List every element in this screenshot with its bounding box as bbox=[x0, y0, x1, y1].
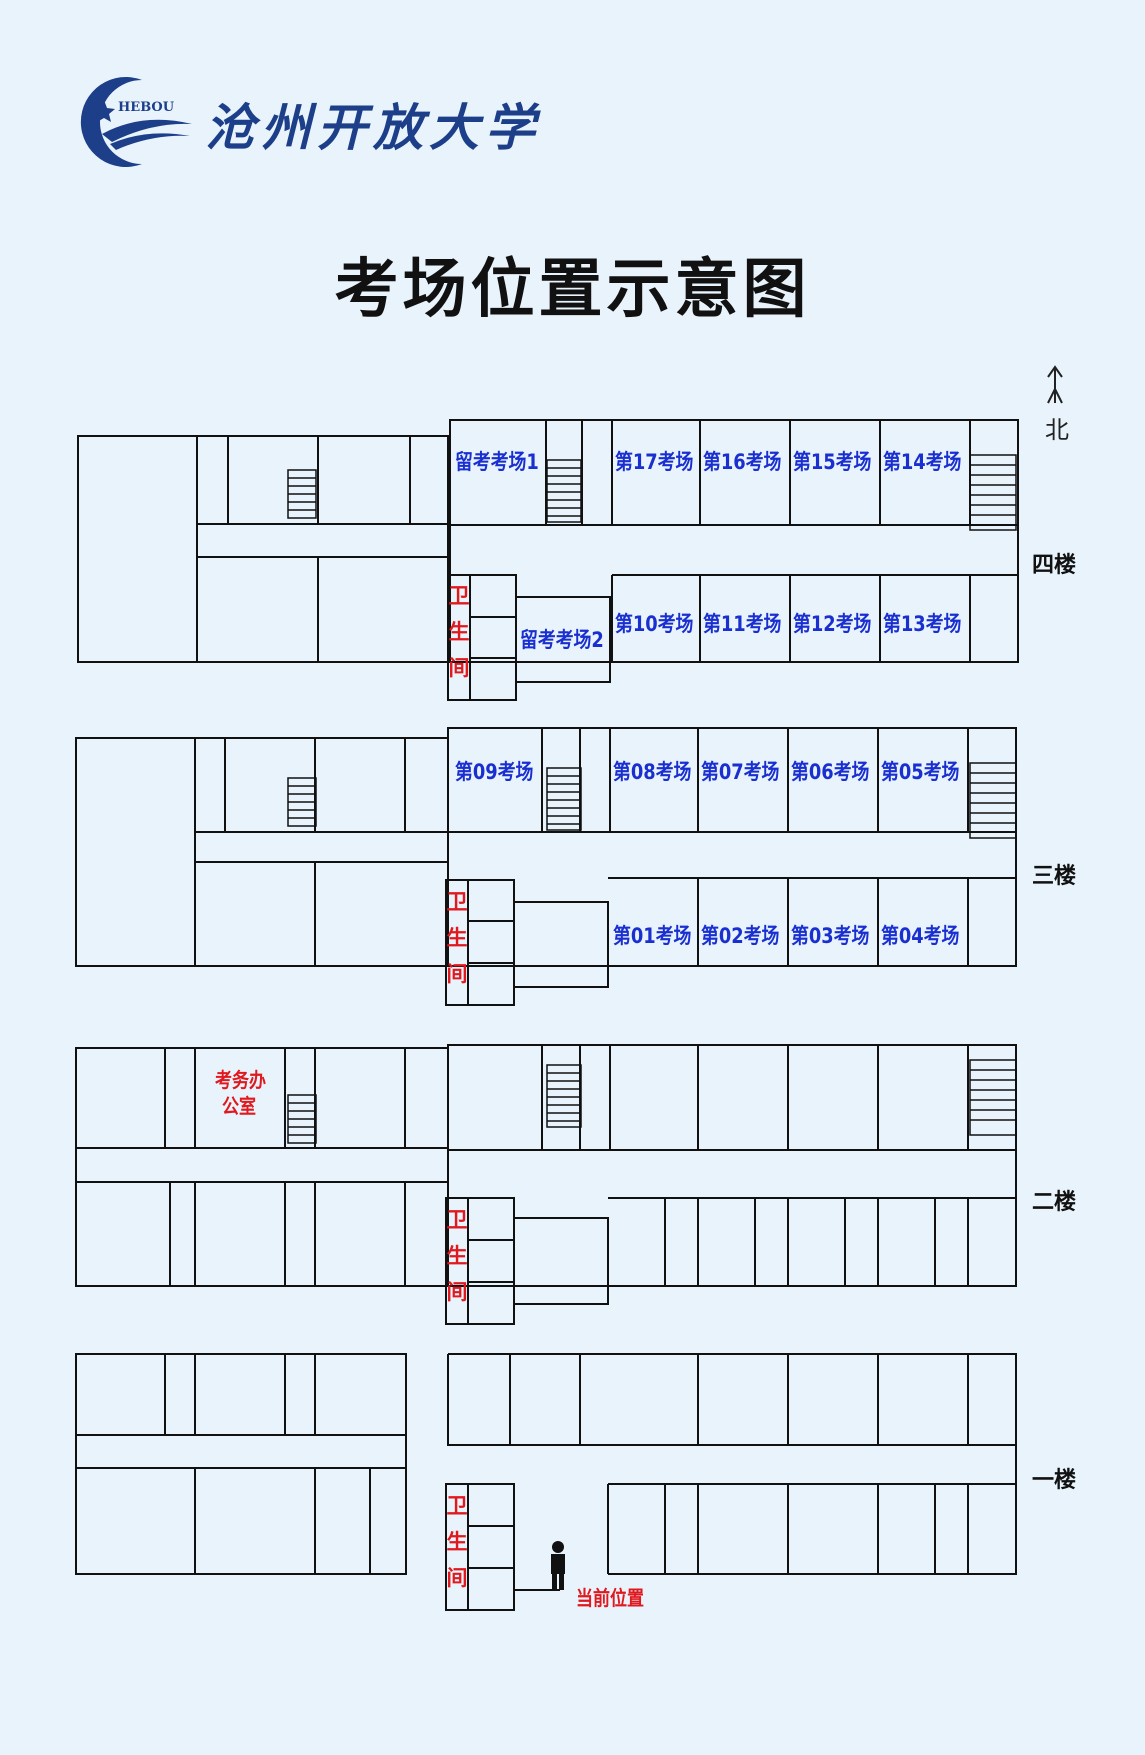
floor-label: 二楼 bbox=[1032, 1190, 1077, 1215]
room-label: 第14考场 bbox=[883, 450, 962, 474]
exam-office-label: 公室 bbox=[222, 1094, 256, 1118]
restroom-label-char: 生 bbox=[446, 1530, 468, 1554]
floor-label: 一楼 bbox=[1032, 1468, 1077, 1493]
restroom-label-char: 生 bbox=[446, 1244, 468, 1268]
room-label: 第06考场 bbox=[791, 760, 870, 784]
north-arrow-icon bbox=[1047, 365, 1063, 404]
room-label: 第09考场 bbox=[455, 760, 534, 784]
room-label: 第01考场 bbox=[613, 924, 692, 948]
room-label: 第03考场 bbox=[791, 924, 870, 948]
restroom-label-char: 卫 bbox=[446, 1208, 468, 1232]
page-title: 考场位置示意图 bbox=[334, 252, 811, 327]
restroom-label-char: 间 bbox=[448, 656, 470, 680]
restroom-label-char: 生 bbox=[446, 926, 468, 950]
room-label: 第05考场 bbox=[881, 760, 960, 784]
restroom-label-char: 卫 bbox=[446, 1494, 468, 1518]
logo-abbreviation: HEBOU bbox=[118, 100, 175, 115]
room-label: 第11考场 bbox=[703, 612, 782, 636]
person-icon bbox=[551, 1541, 565, 1590]
room-label: 第02考场 bbox=[701, 924, 780, 948]
room-label: 第12考场 bbox=[793, 612, 872, 636]
floor-2-plan bbox=[75, 1044, 1017, 1325]
stairs-icon bbox=[287, 454, 1017, 1144]
exam-office-label: 考务办 bbox=[215, 1068, 266, 1092]
restroom-label-char: 生 bbox=[448, 620, 470, 644]
room-label: 第04考场 bbox=[881, 924, 960, 948]
restroom-label-char: 间 bbox=[446, 962, 468, 986]
current-position-label: 当前位置 bbox=[576, 1586, 644, 1610]
floor-3-plan bbox=[75, 727, 1017, 1006]
floor-label: 四楼 bbox=[1032, 553, 1077, 578]
room-label: 第08考场 bbox=[613, 760, 692, 784]
floor-1-plan bbox=[75, 1353, 1017, 1611]
room-label: 第13考场 bbox=[883, 612, 962, 636]
restroom-label-char: 间 bbox=[446, 1566, 468, 1590]
floor-label: 三楼 bbox=[1032, 864, 1077, 889]
room-label: 留考考场2 bbox=[520, 628, 604, 652]
restroom-label-char: 间 bbox=[446, 1280, 468, 1304]
room-label: 第15考场 bbox=[793, 450, 872, 474]
north-label: 北 bbox=[1045, 416, 1069, 444]
room-label: 留考考场1 bbox=[455, 450, 539, 474]
room-label: 第10考场 bbox=[615, 612, 694, 636]
logo-emblem-icon bbox=[80, 77, 192, 167]
restroom-label-char: 卫 bbox=[448, 584, 470, 608]
floor-4-plan bbox=[77, 419, 1019, 701]
restroom-label-char: 卫 bbox=[446, 890, 468, 914]
room-label: 第16考场 bbox=[703, 450, 782, 474]
room-label: 第07考场 bbox=[701, 760, 780, 784]
logo-name: 沧州开放大学 bbox=[205, 98, 541, 157]
room-label: 第17考场 bbox=[615, 450, 694, 474]
